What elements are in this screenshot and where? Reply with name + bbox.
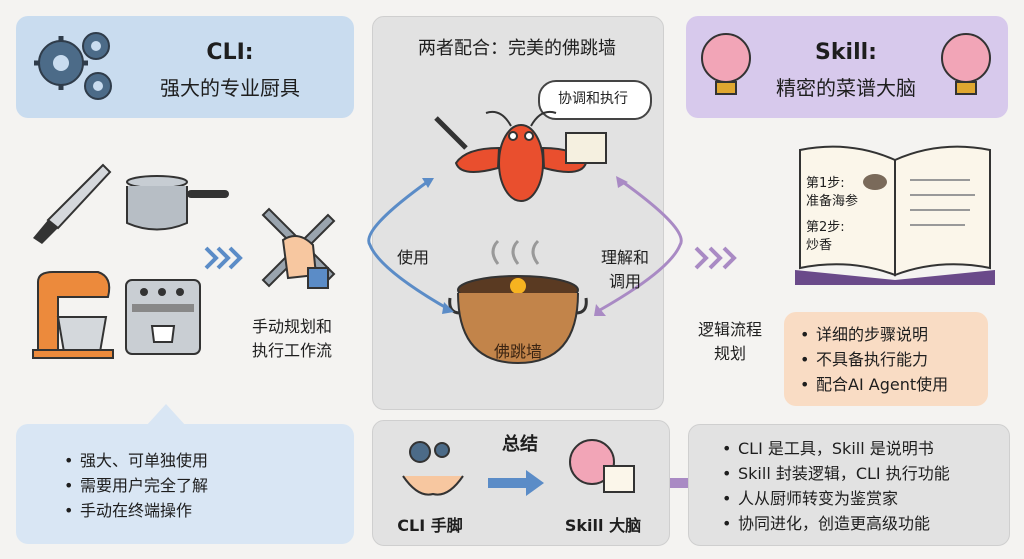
skill-title-line1: Skill: bbox=[815, 40, 877, 65]
use-label: 使用 bbox=[396, 248, 429, 267]
cli-process-label-line2: 执行工作流 bbox=[251, 341, 332, 360]
invoke-arrow bbox=[594, 176, 683, 316]
brain-lightbulb-icon bbox=[941, 33, 991, 95]
cli-bullet-list: 强大、可单独使用 需要用户完全了解 手动在终端操作 bbox=[60, 448, 208, 523]
center-title: 两者配合：完美的佛跳墙 bbox=[418, 38, 616, 59]
list-item: 强大、可单独使用 bbox=[60, 448, 208, 473]
list-item: 手动在终端操作 bbox=[60, 498, 208, 523]
recipe-step1-line2: 准备海参 bbox=[806, 194, 859, 209]
invoke-label-line2: 调用 bbox=[608, 272, 641, 291]
invoke-label-line1: 理解和 bbox=[600, 248, 649, 267]
list-item: Skill 封装逻辑，CLI 执行功能 bbox=[718, 461, 950, 486]
callout-pointer bbox=[146, 404, 186, 426]
stand-mixer-icon bbox=[32, 271, 114, 359]
list-item: 人从厨师转变为鉴赏家 bbox=[718, 486, 950, 511]
clay-pot-icon bbox=[448, 275, 588, 365]
brain-book-icon bbox=[569, 439, 635, 493]
summary-cli-label: CLI 手脚 bbox=[397, 516, 463, 535]
list-item: 需要用户完全了解 bbox=[60, 473, 208, 498]
skill-bullet-list: 详细的步骤说明 不具备执行能力 配合AI Agent使用 bbox=[796, 322, 948, 397]
use-arrow bbox=[367, 178, 454, 314]
chevron-left-icon bbox=[694, 246, 737, 270]
recipe-step1-line1: 第1步: bbox=[806, 176, 845, 191]
lobster-chef-icon bbox=[434, 110, 607, 202]
arrow-right-icon bbox=[488, 470, 544, 496]
list-item: CLI 是工具，Skill 是说明书 bbox=[718, 436, 950, 461]
list-item: 协同进化，创造更高级功能 bbox=[718, 511, 950, 536]
steam-icon bbox=[491, 239, 540, 265]
skill-title-line2: 精密的菜谱大脑 bbox=[776, 76, 916, 100]
pot-label: 佛跳墙 bbox=[493, 342, 542, 361]
cli-process-label-line1: 手动规划和 bbox=[251, 317, 332, 336]
thought-bubble-text: 协调和执行 bbox=[558, 91, 628, 107]
chevron-right-icon bbox=[204, 246, 243, 270]
summary-title: 总结 bbox=[502, 434, 538, 455]
gears-icon bbox=[34, 32, 112, 100]
wrench-hand-icon bbox=[261, 207, 336, 289]
recipe-book-icon bbox=[795, 145, 995, 285]
skill-process-label-line2: 规划 bbox=[713, 344, 746, 363]
conclusion-bullet-list: CLI 是工具，Skill 是说明书 Skill 封装逻辑，CLI 执行功能 人… bbox=[718, 436, 950, 536]
knife-icon bbox=[33, 163, 112, 244]
list-item: 详细的步骤说明 bbox=[796, 322, 948, 347]
brain-lightbulb-icon bbox=[701, 33, 751, 95]
list-item: 配合AI Agent使用 bbox=[796, 372, 948, 397]
cli-title-line2: 强大的专业厨具 bbox=[160, 76, 300, 100]
summary-skill-label: Skill 大脑 bbox=[564, 516, 642, 535]
recipe-step2-line1: 第2步: bbox=[806, 220, 845, 235]
espresso-machine-icon bbox=[125, 279, 201, 355]
recipe-step2-line2: 炒香 bbox=[806, 238, 833, 253]
skill-process-label-line1: 逻辑流程 bbox=[697, 320, 762, 339]
gear-hands-icon bbox=[402, 441, 464, 496]
list-item: 不具备执行能力 bbox=[796, 347, 948, 372]
thought-bubble bbox=[538, 80, 652, 120]
cli-title-line1: CLI: bbox=[206, 40, 254, 65]
saucepan-icon bbox=[126, 175, 229, 231]
